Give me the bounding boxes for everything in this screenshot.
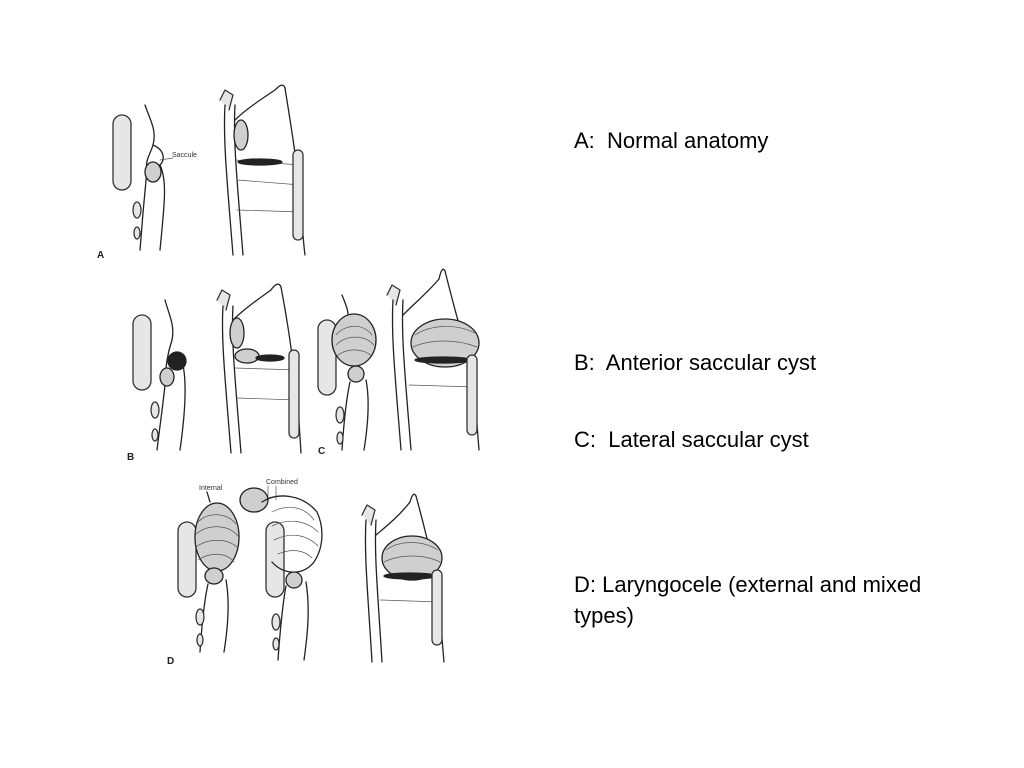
panel-b-coronal-illustration <box>132 299 187 451</box>
caption-laryngocele: D: Laryngocele (external and mixed types… <box>574 572 922 628</box>
panel-a-sagittal-illustration <box>219 84 306 256</box>
panel-d-combined-illustration <box>239 485 323 661</box>
caption-lateral-saccular-cyst: C: Lateral saccular cyst <box>574 427 809 452</box>
caption-normal-anatomy: A: Normal anatomy <box>574 128 769 153</box>
panel-d-internal-illustration <box>177 491 240 653</box>
panel-d-letter: D <box>167 656 175 667</box>
panel-c-coronal-illustration <box>317 294 377 451</box>
panel-d-sagittal-illustration <box>361 493 445 663</box>
panel-c-letter: C <box>318 446 326 457</box>
panel-b-letter: B <box>127 452 135 463</box>
panel-b-sagittal-illustration <box>216 283 302 454</box>
combined-label: Combined <box>266 479 298 486</box>
saccule-label: Saccule <box>172 152 197 159</box>
panel-c-sagittal-illustration <box>386 268 480 451</box>
panel-a-letter: A <box>97 250 105 261</box>
caption-anterior-saccular-cyst: B: Anterior saccular cyst <box>574 350 817 375</box>
internal-label: Internal <box>199 485 223 492</box>
panel-a-coronal-illustration <box>112 104 174 251</box>
